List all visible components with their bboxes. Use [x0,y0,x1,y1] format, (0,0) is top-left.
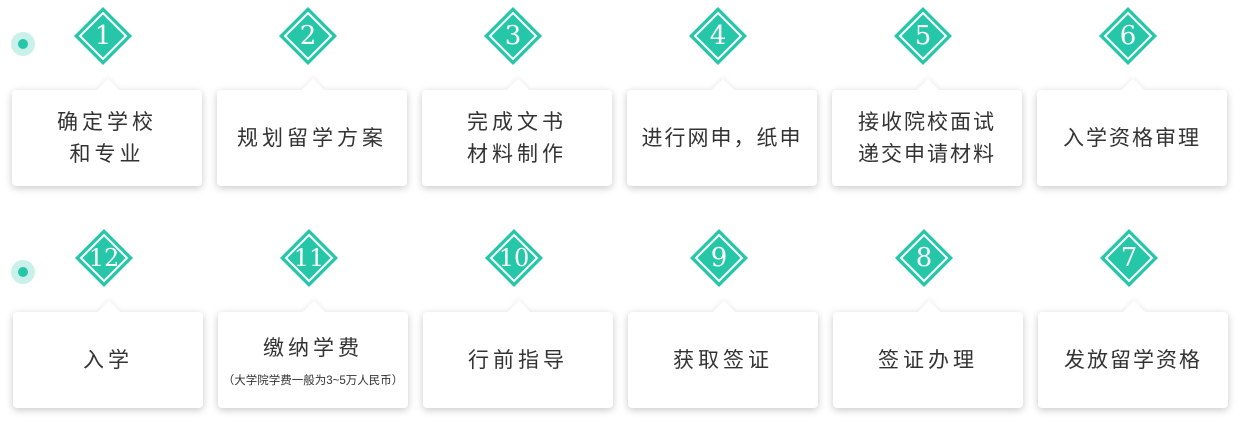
step-12: 入学 12 [13,222,203,412]
step-card: 行前指导 [423,300,613,408]
step-number-badge: 9 [688,227,750,289]
step-number: 5 [914,21,932,51]
process-row-1: 确定学校 和专业 1 规划留学方案 2 完成文书 材料制作 3 [0,0,1257,200]
step-number-badge: 12 [73,227,135,289]
step-label-line: 行前指导 [468,348,568,372]
step-label-line: 规划留学方案 [237,126,387,150]
row-marker-dot [11,260,35,284]
step-number-badge: 8 [893,227,955,289]
step-number-badge: 11 [278,227,340,289]
step-label-line: 完成文书 [467,110,567,134]
step-card: 完成文书 材料制作 [422,78,612,186]
step-number: 7 [1120,243,1138,273]
step-number: 2 [299,21,317,51]
step-card: 缴纳学费 （大学院学费一般为3~5万人民币） [218,300,408,408]
step-card: 确定学校 和专业 [12,78,202,186]
step-number: 3 [504,21,522,51]
step-card: 规划留学方案 [217,78,407,186]
step-number: 4 [709,21,727,51]
step-5: 接收院校面试 递交申请材料 5 [832,0,1022,190]
step-9: 获取签证 9 [628,222,818,412]
step-card: 签证办理 [833,300,1023,408]
step-label-line: 入学 [83,348,133,372]
step-7: 发放留学资格 7 [1038,222,1228,412]
step-label-line: 入学资格审理 [1063,126,1201,150]
step-card: 接收院校面试 递交申请材料 [832,78,1022,186]
step-card: 进行网申，纸申 [627,78,817,186]
step-label-line: 发放留学资格 [1064,348,1202,372]
step-label-line: 进行网申，纸申 [641,126,803,150]
step-number-badge: 1 [72,5,134,67]
step-number-badge: 6 [1097,5,1159,67]
step-number-badge: 10 [483,227,545,289]
step-3: 完成文书 材料制作 3 [422,0,612,190]
step-2: 规划留学方案 2 [217,0,407,190]
step-label-line: 递交申请材料 [858,142,996,166]
step-label-line: 材料制作 [467,142,567,166]
step-1: 确定学校 和专业 1 [12,0,202,190]
step-label-line: 接收院校面试 [858,110,996,134]
step-number: 9 [710,243,728,273]
step-number: 1 [94,21,112,51]
step-number-badge: 3 [482,5,544,67]
step-note: （大学院学费一般为3~5万人民币） [222,375,404,387]
step-card: 发放留学资格 [1038,300,1228,408]
step-card: 入学资格审理 [1037,78,1227,186]
step-card: 入学 [13,300,203,408]
step-4: 进行网申，纸申 4 [627,0,817,190]
step-number-badge: 2 [277,5,339,67]
process-row-2: 入学 12 缴纳学费 （大学院学费一般为3~5万人民币） 11 行前指导 10 [0,222,1257,422]
step-label-line: 确定学校 [57,110,157,134]
step-6: 入学资格审理 6 [1037,0,1227,190]
step-10: 行前指导 10 [423,222,613,412]
step-number-badge: 7 [1098,227,1160,289]
step-number: 6 [1119,21,1137,51]
step-11: 缴纳学费 （大学院学费一般为3~5万人民币） 11 [218,222,408,412]
step-number: 11 [293,244,325,272]
step-label-line: 签证办理 [878,348,978,372]
step-label-line: 获取签证 [673,348,773,372]
step-8: 签证办理 8 [833,222,1023,412]
step-number: 10 [498,244,530,272]
step-number: 12 [88,244,120,272]
step-number: 8 [915,243,933,273]
step-number-badge: 5 [892,5,954,67]
step-number-badge: 4 [687,5,749,67]
step-label-line: 和专业 [69,142,145,166]
row-marker-dot [11,32,35,56]
step-card: 获取签证 [628,300,818,408]
step-label-line: 缴纳学费 [263,336,363,360]
